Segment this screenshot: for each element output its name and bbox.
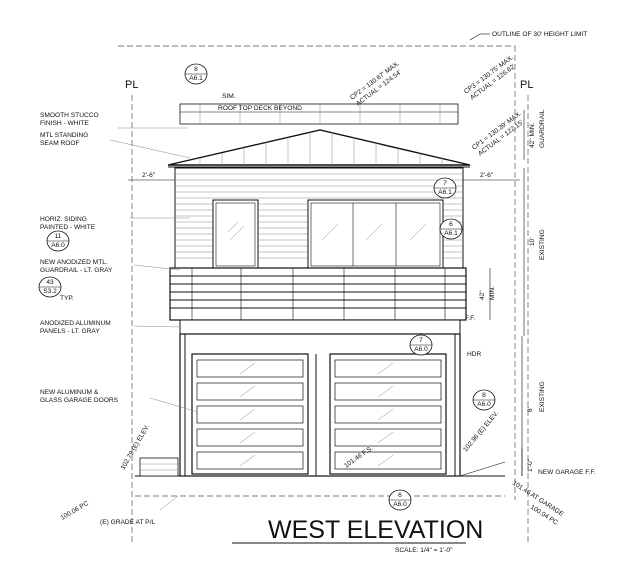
dimension-lines xyxy=(128,110,525,476)
callout-5-number: 43 xyxy=(46,279,54,286)
callout-6: 7 A6.0 xyxy=(409,334,433,356)
roof-deck-label: ROOF TOP DECK BEYOND xyxy=(218,105,302,112)
guardrail xyxy=(169,267,467,321)
dim-overhang-right: 2'-6" xyxy=(480,172,494,179)
note-garage-ff: NEW GARAGE F.F. xyxy=(538,469,596,476)
callout-2: 7 A6.1 xyxy=(433,177,457,199)
note-grade: (E) GRADE AT P/L xyxy=(100,519,155,526)
drawing-scale: SCALE: 1/4" = 1'-0" xyxy=(395,547,453,554)
note-doors-2: GLASS GARAGE DOORS xyxy=(40,397,119,404)
callout-2-sheet: A6.1 xyxy=(438,189,452,196)
dim-upper-height: 10' xyxy=(529,237,536,246)
callout-6-number: 7 xyxy=(419,337,423,344)
dim-ff-drop: 1'-0" xyxy=(527,458,534,472)
upper-door xyxy=(212,199,259,269)
callout-6-sheet: A6.0 xyxy=(414,346,428,353)
callout-5-sheet: S3.2 xyxy=(43,288,57,295)
note-ff: F.F. xyxy=(465,315,475,322)
note-roof-2: SEAM ROOF xyxy=(40,140,80,147)
height-limit-outline: OUTLINE OF 30' HEIGHT LIMIT xyxy=(118,31,587,500)
callout-3: 6 A6.1 xyxy=(439,218,463,240)
garage-door-left xyxy=(191,353,309,475)
note-guardrail-2: GUARDRAIL - LT. GRAY xyxy=(40,267,113,274)
callout-8: 6 A6.0 xyxy=(388,489,412,511)
note-siding-2: PAINTED - WHITE xyxy=(40,224,96,231)
note-panels-2: PANELS - LT. GRAY xyxy=(40,328,100,335)
callout-1: 8 A6.1 xyxy=(184,63,208,85)
height-limit-label: OUTLINE OF 30' HEIGHT LIMIT xyxy=(492,31,587,38)
aluminum-panel-band xyxy=(179,319,461,335)
note-leaders xyxy=(109,127,199,511)
property-line-left: PL xyxy=(125,79,138,545)
note-siding-1: HORIZ. SIDING xyxy=(40,216,87,223)
gable-roof xyxy=(167,129,471,168)
dim-guardrail-mid: 42" xyxy=(479,290,486,300)
callout-1-sheet: A6.1 xyxy=(189,75,203,82)
ground-line xyxy=(135,457,506,497)
elev-pc-left: 100.06 PC xyxy=(60,500,91,522)
sim-label: SIM. xyxy=(222,93,236,100)
callout-3-sheet: A6.1 xyxy=(444,230,458,237)
callout-8-number: 6 xyxy=(398,492,402,499)
dim-guardrail-top: 42" MIN. xyxy=(529,122,536,148)
property-line-symbol-right: PL xyxy=(520,79,533,91)
note-stucco-1: SMOOTH STUCCO xyxy=(40,112,99,119)
note-stucco-2: FINISH - WHITE xyxy=(40,120,89,127)
upper-sliding-doors xyxy=(307,199,444,269)
dim-lower-existing: EXISTING xyxy=(539,381,546,412)
elev-right: 102.96 (E) ELEV. xyxy=(462,410,500,453)
note-panels-1: ANODIZED ALUMINUM xyxy=(40,320,111,327)
property-line-right: PL xyxy=(520,79,533,545)
note-roof-1: MTL STANDING xyxy=(40,132,88,139)
note-guardrail-1: NEW ANODIZED MTL. xyxy=(40,259,108,266)
dim-lower-height: 8' xyxy=(527,407,534,412)
callout-8-sheet: A6.0 xyxy=(393,501,407,508)
callout-7-sheet: A6.0 xyxy=(477,401,491,408)
note-doors-1: NEW ALUMINUM & xyxy=(40,389,99,396)
callout-4-number: 11 xyxy=(55,233,62,240)
callout-3-number: 6 xyxy=(449,221,453,228)
dim-guardrail-top-2: GUARDRAIL xyxy=(539,109,546,148)
note-typ: TYP. xyxy=(60,295,74,302)
callout-5: 43 S3.2 xyxy=(38,276,62,298)
note-hdr: HDR xyxy=(467,351,482,358)
callout-2-number: 7 xyxy=(443,180,447,187)
callout-7-number: 8 xyxy=(482,392,486,399)
property-line-symbol-left: PL xyxy=(125,79,138,91)
callout-7: 8 A6.0 xyxy=(472,389,496,411)
callout-4: 11 A6.0 xyxy=(46,230,70,252)
drawing-title: WEST ELEVATION xyxy=(268,516,483,544)
garage-door-right xyxy=(329,353,447,475)
callout-1-number: 8 xyxy=(194,66,198,73)
dim-guardrail-mid-2: MIN. xyxy=(489,286,496,300)
callout-4-sheet: A6.0 xyxy=(51,242,65,249)
roof-deck: SIM. ROOF TOP DECK BEYOND xyxy=(179,93,459,125)
dim-upper-existing: EXISTING xyxy=(539,229,546,260)
dim-overhang-left: 2'-6" xyxy=(142,172,156,179)
